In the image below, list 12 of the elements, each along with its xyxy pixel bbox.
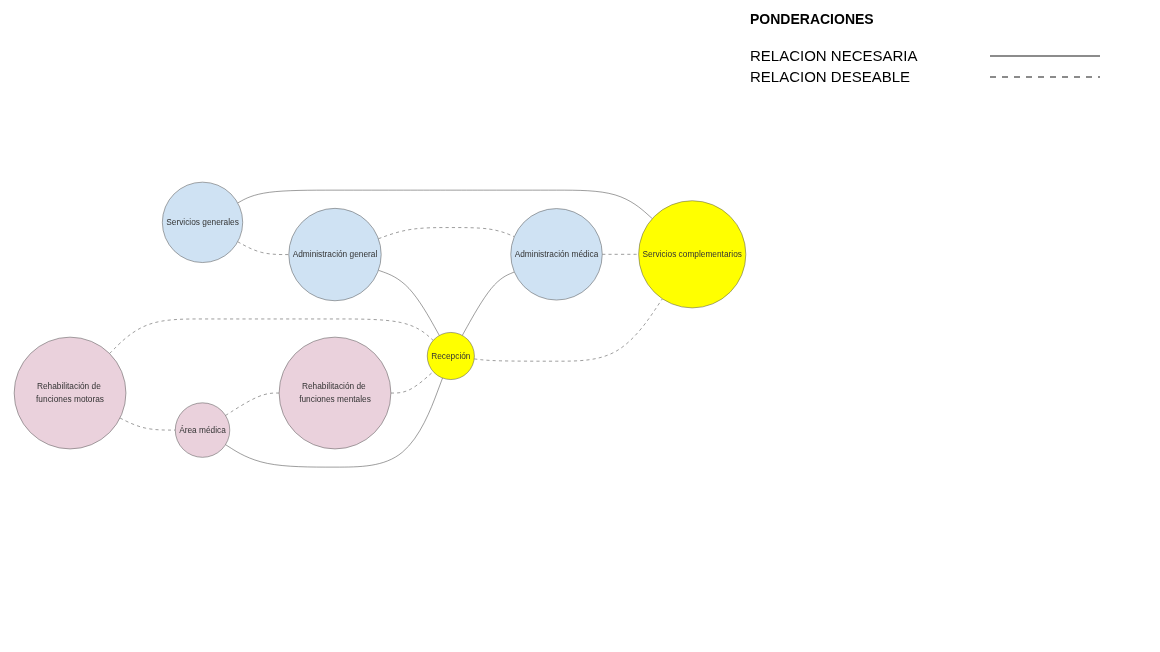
node-circle: Servicios complementarios [638, 200, 747, 309]
node-circle: Administración general [288, 208, 382, 302]
legend-text: RELACION NECESARIA [750, 47, 919, 64]
legend-title: PONDERACIONES [750, 11, 874, 27]
node-circle: Rehabilitación de funciones mentales [278, 337, 392, 450]
connector [225, 378, 443, 468]
legend-text: RELACION DESEABLE [750, 68, 912, 85]
node-circle: Rehabilitación de funciones motoras [13, 337, 127, 450]
node-circle: Área médica [175, 402, 231, 458]
node-circle: Recepción [427, 332, 475, 381]
node-circle: Administración médica [510, 208, 603, 301]
node-circle: Servicios generales [162, 182, 243, 264]
